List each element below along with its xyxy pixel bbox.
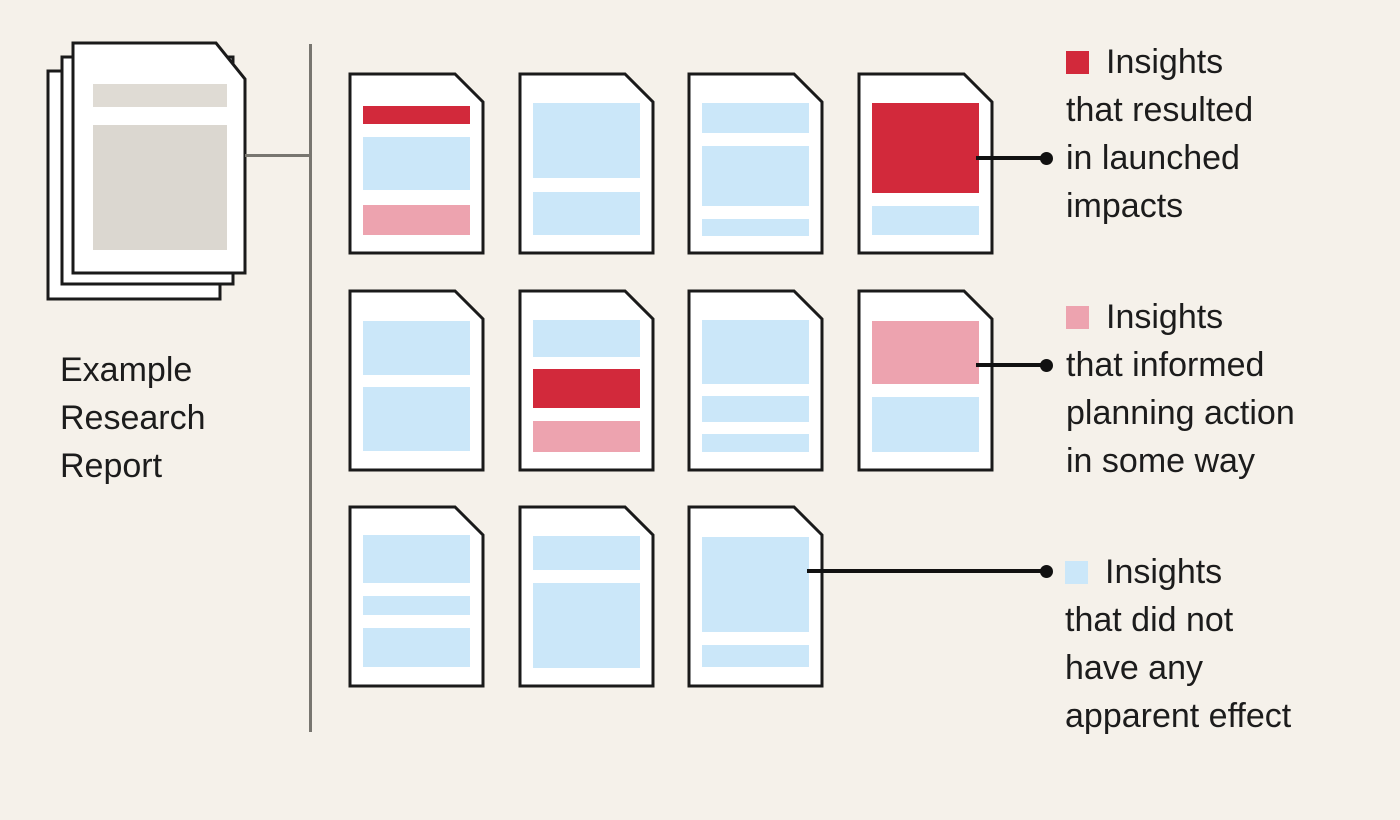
report-doc [687,72,824,255]
stack-title-bar [93,84,227,107]
report-doc [518,289,655,472]
report-doc [857,72,994,255]
insight-block-blue [533,192,640,235]
legend-line: Insights [1066,293,1295,341]
connector-line-informed [976,363,1046,367]
insight-block-blue [702,219,809,236]
legend-line: that informed [1066,346,1265,384]
legend-line: apparent effect [1065,697,1292,735]
insight-block-blue [533,320,640,357]
legend-text: Insights [1106,298,1224,336]
divider-line [309,44,312,732]
insight-block-blue [363,628,470,667]
report-doc [348,505,485,688]
report-stack [46,41,247,301]
report-stack-label: Example Research Report [60,351,206,485]
insight-block-blue [533,103,640,178]
insight-block-blue [702,146,809,206]
insight-block-pink [872,321,979,384]
legend-line: in launched [1066,139,1240,177]
legend-item-informed: Insights that informed planning action i… [1066,293,1295,485]
legend-line: that did not [1065,601,1234,639]
insight-block-blue [702,434,809,452]
legend-line: that resulted [1066,91,1254,129]
insight-block-blue [363,596,470,615]
report-doc [348,289,485,472]
legend-text: Insights [1105,553,1223,591]
insight-block-pink [533,421,640,452]
insight-block-blue [363,387,470,451]
insight-block-blue [702,396,809,422]
insight-block-red [533,369,640,408]
connector-dot-launched [1040,152,1053,165]
stack-connector-line [245,154,311,157]
insight-block-red [872,103,979,193]
insight-block-red [363,106,470,124]
insight-block-blue [702,645,809,667]
legend-item-launched: Insights that resulted in launched impac… [1066,38,1253,230]
report-doc [348,72,485,255]
legend-line: in some way [1066,442,1255,480]
connector-dot-informed [1040,359,1053,372]
insight-block-blue [363,535,470,583]
insight-block-blue [533,536,640,570]
stack-body-block [93,125,227,250]
legend-line: Insights [1066,38,1253,86]
legend-line: Insights [1065,548,1291,596]
insight-block-blue [872,206,979,235]
connector-line-launched [976,156,1046,160]
legend-line: impacts [1066,187,1184,225]
report-doc [687,505,824,688]
legend-swatch-blue-icon [1065,561,1088,584]
connector-dot-no-effect [1040,565,1053,578]
legend-swatch-red-icon [1066,51,1089,74]
insight-block-blue [363,137,470,190]
insight-block-blue [872,397,979,452]
insight-block-blue [363,321,470,375]
report-doc [857,289,994,472]
legend-text: Insights [1106,43,1224,81]
report-doc [518,505,655,688]
insight-block-blue [533,583,640,668]
insight-block-blue [702,537,809,632]
report-doc [518,72,655,255]
legend-swatch-pink-icon [1066,306,1089,329]
insight-block-blue [702,103,809,133]
legend-item-no-effect: Insights that did not have any apparent … [1065,548,1291,740]
report-doc [687,289,824,472]
legend-line: planning action [1066,394,1295,432]
connector-line-no-effect [807,569,1046,573]
legend-line: have any [1065,649,1203,687]
insight-block-blue [702,320,809,384]
insight-block-pink [363,205,470,235]
